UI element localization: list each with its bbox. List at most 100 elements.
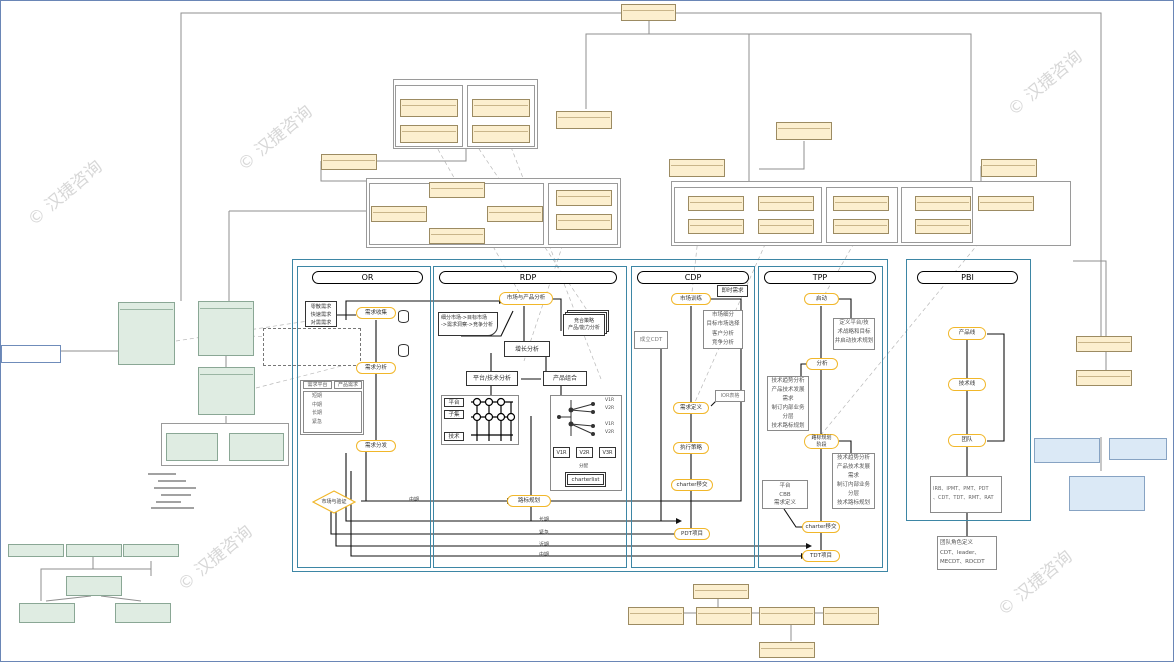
section-tpp xyxy=(758,266,883,568)
tree-label: V1R xyxy=(605,398,615,403)
oval-exec-strategy[interactable]: 执行策略 xyxy=(673,442,709,454)
analysis-box: 技术趋势分析 产品技术发展 需求 制订内部业务 分层 技术路标规划 xyxy=(767,376,809,431)
blue-note xyxy=(1069,476,1145,511)
oval-roadmap[interactable]: 路标规划 xyxy=(507,495,551,507)
flow-label: 长期 xyxy=(539,517,550,523)
tree-label: V2R xyxy=(605,430,615,435)
rdp-header: RDP xyxy=(439,271,617,284)
version-box: V1R xyxy=(553,447,570,458)
section-pbi xyxy=(906,259,1031,521)
database-icon xyxy=(398,310,409,323)
flow-label: 中期 xyxy=(409,497,420,503)
oval-market-train[interactable]: 市场训练 xyxy=(671,293,711,305)
funnel-text: 细分市场->目标市场 ->需求洞察->竞争分析 xyxy=(438,312,498,336)
stack-label: 平台 xyxy=(444,398,464,407)
note xyxy=(693,584,749,599)
section-rdp xyxy=(433,266,627,568)
note xyxy=(487,206,543,222)
note xyxy=(628,607,684,625)
oval-charter-tpp[interactable]: charter移交 xyxy=(802,521,840,533)
oval-demand-def[interactable]: 需求定义 xyxy=(673,402,709,414)
platform-box: 平台 CBB 需求定义 xyxy=(762,480,808,509)
demand-types: 零散需求 快速需求 对需需求 xyxy=(305,301,337,327)
note xyxy=(758,196,814,211)
charterlist-box: charterlist xyxy=(565,472,606,487)
note-left-blue xyxy=(1,345,61,363)
stack-graph xyxy=(471,397,516,441)
demand-type: 快速需求 xyxy=(310,312,332,318)
green-note xyxy=(118,302,175,365)
diamond-match[interactable]: 市场与验证 xyxy=(312,490,356,514)
note xyxy=(915,219,971,234)
oval-pdt[interactable]: PDT项目 xyxy=(674,528,710,540)
green-note xyxy=(198,301,254,356)
note xyxy=(833,196,889,211)
note xyxy=(556,214,612,230)
version-box: V3R xyxy=(599,447,616,458)
plan-box: 技术趋势分析 产品技术发展 需求 制订内部业务 分层 技术路标规划 xyxy=(832,453,875,509)
note xyxy=(321,154,377,170)
process-frame xyxy=(292,259,888,572)
blue-note xyxy=(1109,438,1167,460)
oval-plan[interactable]: 路标规划 阶段 xyxy=(804,434,839,449)
note xyxy=(759,607,815,625)
note xyxy=(472,125,530,143)
oval-team[interactable]: 团队 xyxy=(948,434,986,447)
ladder-right: 产品需求 xyxy=(334,381,362,389)
pbi-header: PBI xyxy=(917,271,1018,284)
green-note xyxy=(166,433,218,461)
oval-analyze[interactable]: 需求分析 xyxy=(356,362,396,374)
oval-collect[interactable]: 需求收集 xyxy=(356,307,396,319)
oval-analyze[interactable]: 分析 xyxy=(806,358,838,370)
note xyxy=(1076,370,1132,386)
tree-label: V1R xyxy=(605,422,615,427)
oval-charter[interactable]: charter移交 xyxy=(671,479,713,491)
roles-box: IRB、IPMT、PMT、PDT 、CDT、TDT、RMT、RAT xyxy=(930,476,1002,513)
code-block-small xyxy=(146,471,201,511)
note xyxy=(688,196,744,211)
note xyxy=(758,219,814,234)
oval-product-line[interactable]: 产品线 xyxy=(948,327,986,340)
note xyxy=(429,228,485,244)
note xyxy=(833,219,889,234)
oval-tech-line[interactable]: 技术线 xyxy=(948,378,986,391)
green-note xyxy=(198,367,255,415)
cdp-header: CDP xyxy=(637,271,749,284)
relation-label: 分配 xyxy=(579,464,588,469)
note xyxy=(696,607,752,625)
note xyxy=(429,182,485,198)
oval-tdt[interactable]: TDT项目 xyxy=(802,550,840,562)
note xyxy=(915,196,971,211)
note xyxy=(688,219,744,234)
stack-label: 子集 xyxy=(444,410,464,419)
oval-allocate[interactable]: 需求分发 xyxy=(356,440,396,452)
portfolio-box: 产品组合 xyxy=(543,371,587,386)
note xyxy=(776,122,832,140)
green-note xyxy=(66,544,122,557)
market-list: 市场细分 目标市场选择 客户分析 竞争分析 xyxy=(703,310,743,349)
database-icon xyxy=(398,344,409,357)
version-tree xyxy=(557,400,595,436)
note xyxy=(472,99,530,117)
note xyxy=(669,159,725,177)
role-def-box: 团队角色定义 CDT、leader、 MECDT、RDCDT xyxy=(937,536,997,570)
ladder-item: 中期 xyxy=(312,401,323,408)
ladder-item: 短期 xyxy=(312,393,323,399)
oval-market-analysis[interactable]: 市场与产品分析 xyxy=(499,292,553,305)
green-note xyxy=(19,603,75,623)
define-box: 定义平台/技 术战略和目标 并启动技术规划 xyxy=(833,318,875,350)
stack-label: 技术 xyxy=(444,432,464,441)
demand-type: 对需需求 xyxy=(310,320,332,326)
oval-start[interactable]: 启动 xyxy=(804,293,839,305)
note xyxy=(978,196,1034,211)
platform-tech-box: 平台/技术分析 xyxy=(466,371,518,386)
section-cdp xyxy=(631,266,755,568)
section-or xyxy=(297,266,431,568)
blue-note xyxy=(1034,438,1100,463)
note xyxy=(1076,336,1132,352)
note xyxy=(556,111,612,129)
green-note xyxy=(229,433,284,461)
ior-box: IOR表格 xyxy=(715,390,745,402)
note xyxy=(400,125,458,143)
